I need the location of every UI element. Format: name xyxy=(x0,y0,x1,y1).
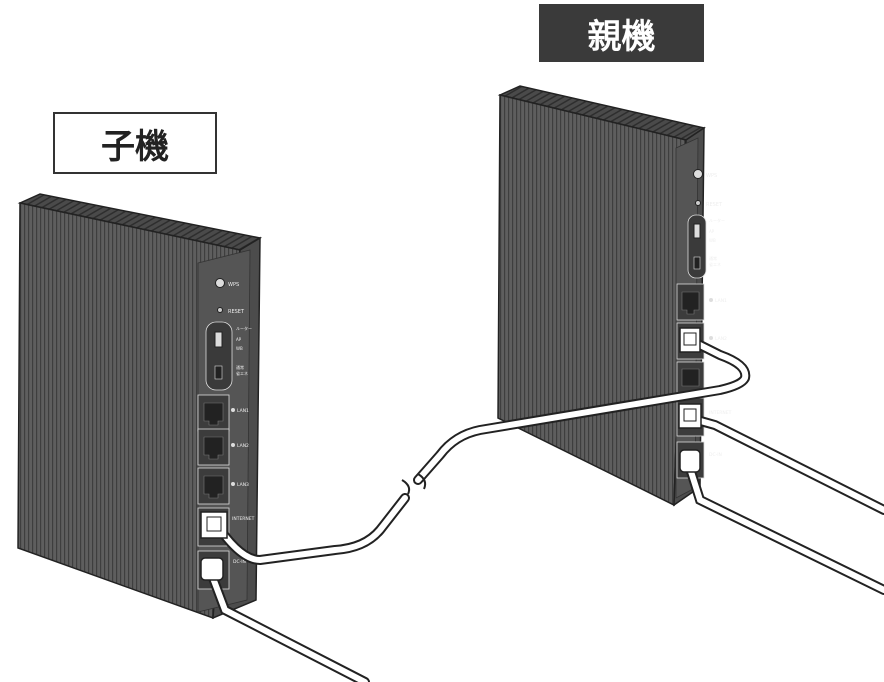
parent-power-top-label: 通常 xyxy=(709,255,717,261)
child-mode-top-label: ルーター xyxy=(236,325,252,331)
child-mode-switch xyxy=(214,331,223,348)
child-lan2-label: LAN2 xyxy=(237,443,249,449)
child-power-top-label: 通常 xyxy=(236,364,244,370)
child-reset-label: RESET xyxy=(228,309,245,315)
parent-lan1-port: LAN1 xyxy=(676,283,727,321)
child-internet-label: INTERNET xyxy=(232,516,255,522)
child-power-switch xyxy=(214,365,223,380)
child-power-bottom-label: 省エネ xyxy=(236,370,248,376)
child-wps-button xyxy=(215,278,225,288)
child-lan3-label: LAN3 xyxy=(237,482,249,488)
child-lan1-port: LAN1 xyxy=(197,394,249,432)
parent-wps-label: WPS xyxy=(706,173,717,179)
parent-reset-button xyxy=(695,200,701,206)
parent-internet-label: INTERNET xyxy=(709,410,732,416)
child-wps-label: WPS xyxy=(228,282,239,288)
child-unit-label: 子機 xyxy=(53,112,217,174)
parent-mode-wb-label: WB xyxy=(709,238,716,243)
lan-cable xyxy=(210,335,751,565)
child-lan1-label: LAN1 xyxy=(237,408,249,414)
parent-mode-ap-label: AP xyxy=(709,229,715,234)
parent-power-cable xyxy=(683,457,884,595)
parent-mode-switch xyxy=(693,223,701,239)
child-internet-connector xyxy=(200,511,228,539)
parent-lan1-label: LAN1 xyxy=(715,298,727,304)
parent-dcin-label: DC-IN xyxy=(709,452,722,458)
parent-lan-connector xyxy=(679,327,701,353)
child-power-cable xyxy=(205,565,370,682)
child-reset-button xyxy=(217,307,223,313)
child-power-plug xyxy=(200,557,224,581)
parent-mode-top-label: ルーター xyxy=(709,217,725,223)
parent-router: WPS RESET ルーター AP WB 通常 省エネ LAN1 LAN2 xyxy=(497,85,732,507)
parent-power-plug xyxy=(679,449,701,473)
parent-reset-label: RESET xyxy=(706,202,723,208)
parent-power-switch xyxy=(693,256,701,270)
parent-internet-connector xyxy=(678,403,702,429)
parent-internet-cable xyxy=(685,413,884,515)
child-lan2-port: LAN2 xyxy=(197,428,249,466)
parent-lan2-label: LAN2 xyxy=(715,336,727,342)
child-router: WPS RESET ルーター AP WB 通常 省エネ LAN1 LAN2 LA… xyxy=(17,193,263,620)
parent-power-bottom-label: 省エネ xyxy=(709,261,721,267)
child-mode-ap-label: AP xyxy=(236,337,242,342)
parent-wps-button xyxy=(693,169,703,179)
child-lan3-port: LAN3 xyxy=(197,467,249,505)
child-dcin-label: DC-IN xyxy=(233,559,246,565)
parent-unit-label: 親機 xyxy=(539,4,704,62)
child-mode-wb-label: WB xyxy=(236,346,243,351)
